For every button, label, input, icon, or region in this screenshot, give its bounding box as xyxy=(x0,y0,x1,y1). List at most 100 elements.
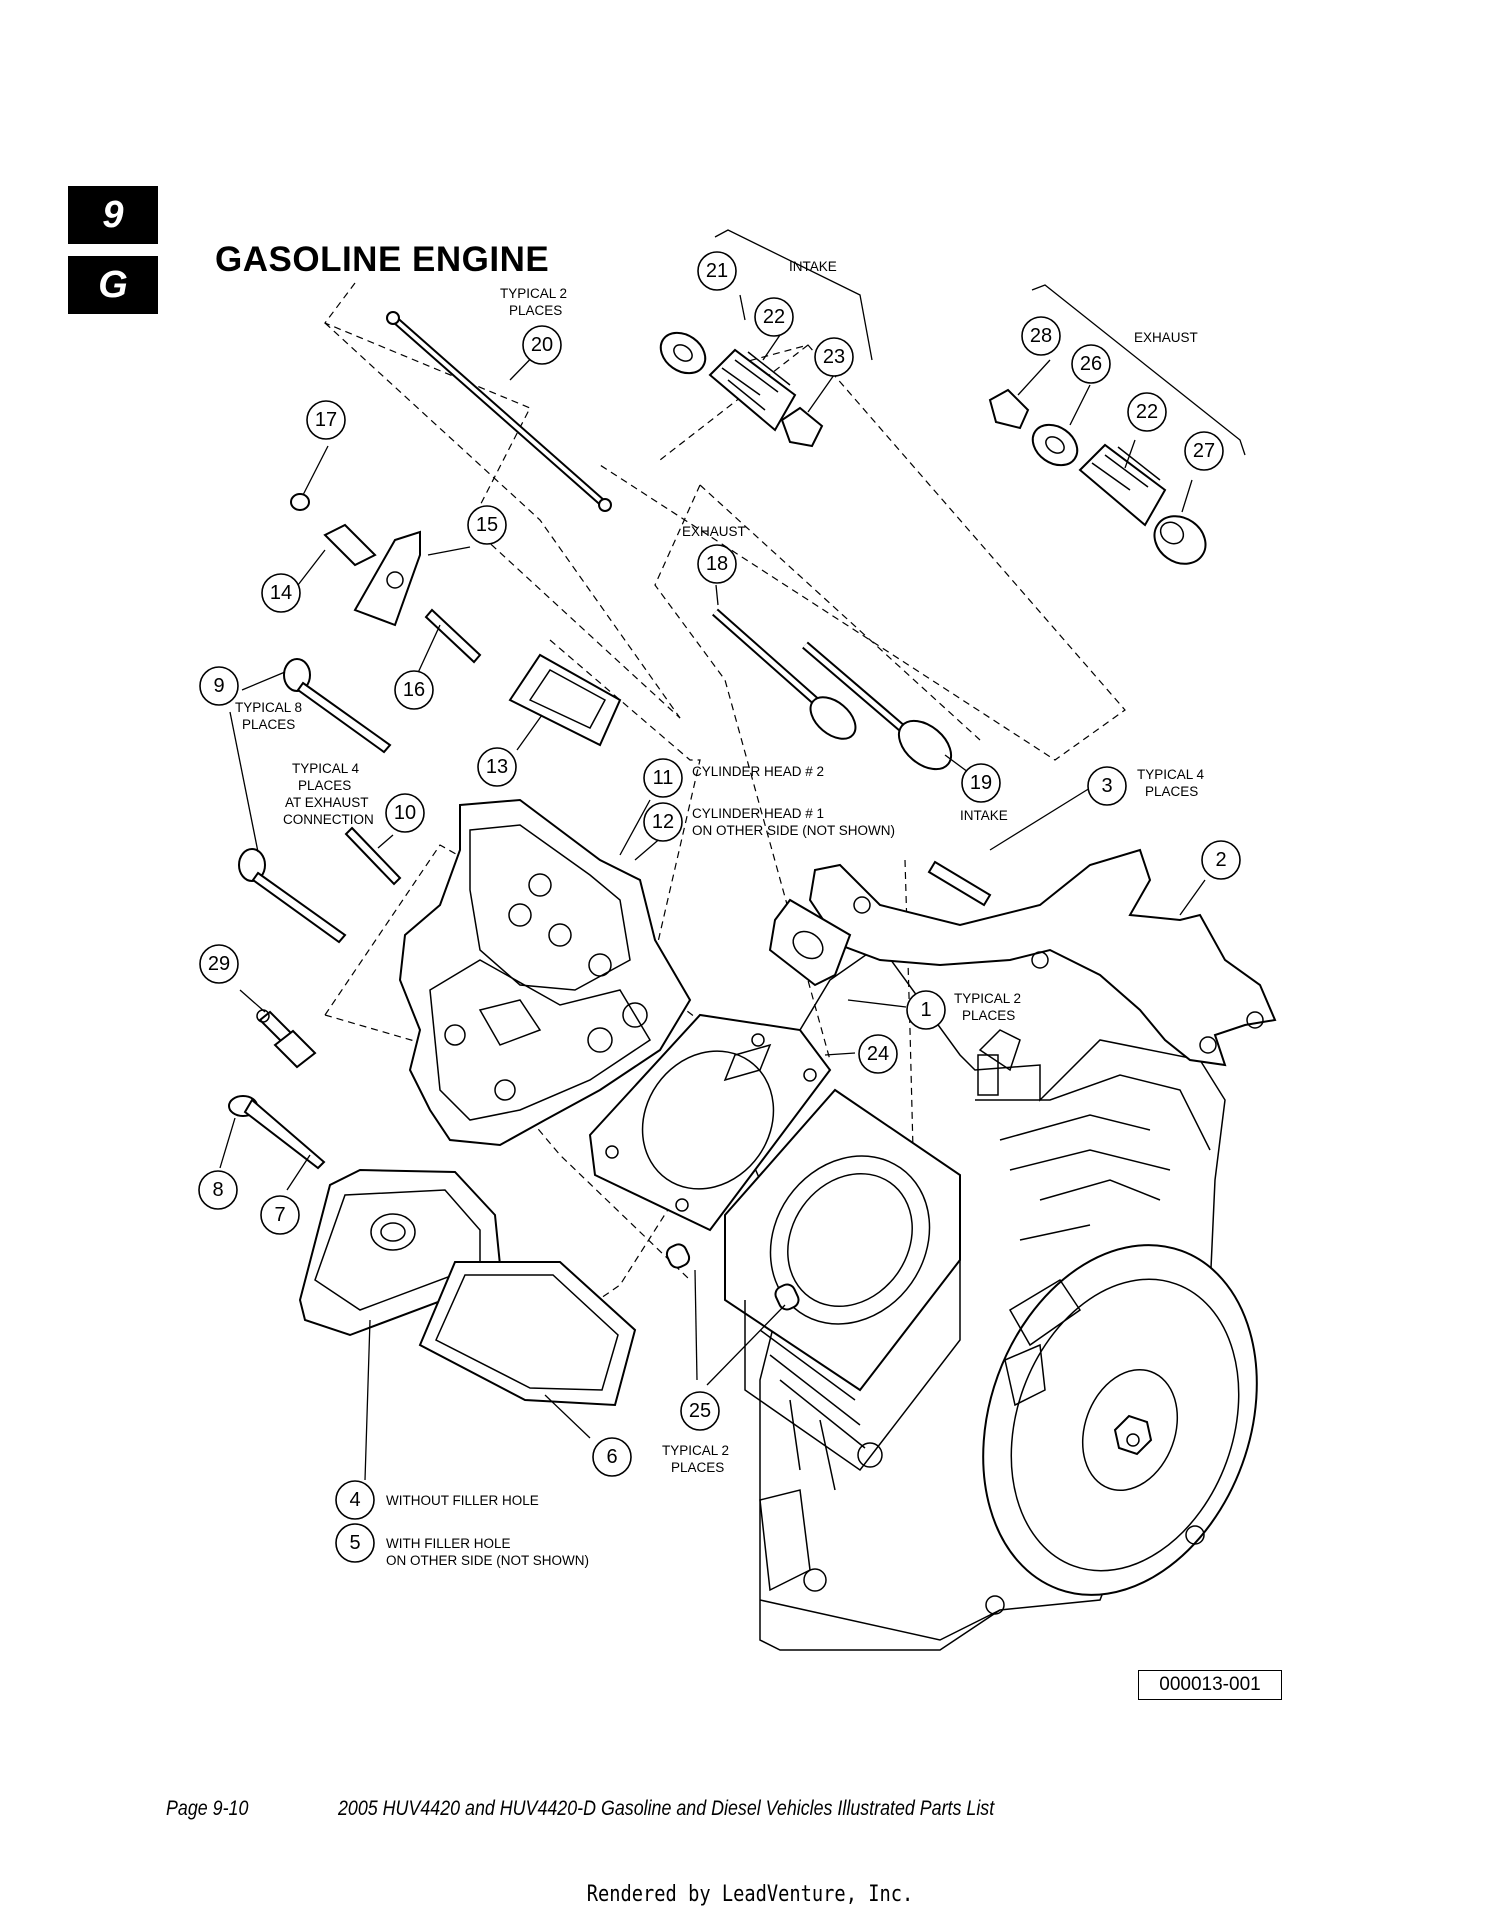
callout-25: 25 xyxy=(680,1391,720,1431)
note-intake-top: INTAKE xyxy=(789,259,837,274)
callout-1: 1 xyxy=(906,990,946,1030)
rendered-by-credit: Rendered by LeadVenture, Inc. xyxy=(586,1882,914,1907)
spark-plug xyxy=(256,1009,317,1069)
rocker-stud xyxy=(424,608,482,664)
callout-28: 28 xyxy=(1021,316,1061,356)
note-cylinder-head-2: CYLINDER HEAD # 2 xyxy=(692,764,824,779)
exhaust-manifold xyxy=(808,848,1277,1067)
note-typical4-exhaust-1: TYPICAL 4 xyxy=(292,761,360,776)
callout-27: 27 xyxy=(1184,431,1224,471)
note-with-filler-hole-hidden: ON OTHER SIDE (NOT SHOWN) xyxy=(386,1553,589,1568)
callout-21: 21 xyxy=(697,251,737,291)
callout-20: 20 xyxy=(522,325,562,365)
note-intake-mid: INTAKE xyxy=(960,808,1008,823)
svg-text:20: 20 xyxy=(531,334,553,356)
page-title: GASOLINE ENGINE xyxy=(215,240,550,279)
cover-bolt xyxy=(228,1095,326,1170)
note-typical4-bolt: TYPICAL 4 xyxy=(1137,767,1205,782)
note-typical2-dowel: TYPICAL 2 xyxy=(662,1443,729,1458)
callout-8: 8 xyxy=(198,1170,238,1210)
note-cylinder-head-1-hidden: ON OTHER SIDE (NOT SHOWN) xyxy=(692,823,895,838)
svg-text:23: 23 xyxy=(823,346,845,368)
footer-page-number: Page 9-10 xyxy=(166,1797,249,1820)
svg-text:11: 11 xyxy=(653,767,674,789)
dowel-pin xyxy=(665,1243,691,1269)
svg-text:2: 2 xyxy=(1215,849,1226,871)
callout-6: 6 xyxy=(592,1437,632,1477)
svg-text:4: 4 xyxy=(349,1489,360,1511)
svg-text:6: 6 xyxy=(606,1446,617,1468)
callout-26: 26 xyxy=(1071,344,1111,384)
svg-text:18: 18 xyxy=(706,553,728,575)
callout-29: 29 xyxy=(199,944,239,984)
callout-23: 23 xyxy=(814,337,854,377)
intake-valve-spring-set xyxy=(659,331,824,448)
callout-18: 18 xyxy=(697,544,737,584)
section-tab-number: 9 xyxy=(68,186,158,244)
svg-text:9: 9 xyxy=(213,675,224,697)
svg-text:22: 22 xyxy=(763,306,785,328)
cylinder-head xyxy=(398,798,692,1147)
rocker-pivot xyxy=(323,523,377,567)
exhaust-valve xyxy=(712,608,857,740)
note-without-filler-hole: WITHOUT FILLER HOLE xyxy=(386,1493,539,1508)
callout-22-intake: 22 xyxy=(754,297,794,337)
note-typical2-pushrod: TYPICAL 2 xyxy=(500,286,567,301)
callout-16: 16 xyxy=(394,670,434,710)
note-typical4-exhaust-4: CONNECTION xyxy=(283,812,374,827)
callout-22-exhaust: 22 xyxy=(1127,392,1167,432)
head-bolt xyxy=(238,658,392,944)
svg-text:26: 26 xyxy=(1080,353,1102,375)
svg-text:24: 24 xyxy=(867,1043,889,1065)
rocker-arm xyxy=(353,530,421,627)
push-rod xyxy=(386,311,612,512)
svg-text:19: 19 xyxy=(970,772,992,794)
svg-text:1: 1 xyxy=(920,999,931,1021)
svg-text:3: 3 xyxy=(1101,775,1112,797)
note-cylinder-head-1: CYLINDER HEAD # 1 xyxy=(692,806,824,821)
note-typical8-places: PLACES xyxy=(242,717,295,732)
svg-text:8: 8 xyxy=(212,1179,223,1201)
svg-text:10: 10 xyxy=(394,802,416,824)
callout-24: 24 xyxy=(858,1034,898,1074)
section-tab-letter: G xyxy=(68,256,158,314)
svg-text:14: 14 xyxy=(270,582,292,604)
callout-7: 7 xyxy=(260,1195,300,1235)
note-typical8: TYPICAL 8 xyxy=(235,700,302,715)
note-typical4-exhaust-3: AT EXHAUST xyxy=(285,795,369,810)
note-typical4-bolt-places: PLACES xyxy=(1145,784,1198,799)
exhaust-valve-spring-set xyxy=(988,388,1207,565)
exhaust-stud xyxy=(344,826,402,886)
callout-13: 13 xyxy=(477,747,517,787)
callout-5: 5 xyxy=(335,1523,375,1563)
svg-text:5: 5 xyxy=(349,1532,360,1554)
callout-11: 11 xyxy=(643,758,683,798)
adjusting-nut xyxy=(290,493,310,511)
note-exhaust-mid: EXHAUST xyxy=(682,524,746,539)
svg-text:13: 13 xyxy=(486,756,508,778)
svg-text:22: 22 xyxy=(1136,401,1158,423)
guide-plate xyxy=(508,653,622,747)
svg-text:17: 17 xyxy=(315,409,337,431)
callout-3: 3 xyxy=(1087,766,1127,806)
svg-text:16: 16 xyxy=(403,679,425,701)
callout-10: 10 xyxy=(385,793,425,833)
svg-text:7: 7 xyxy=(274,1204,285,1226)
note-with-filler-hole: WITH FILLER HOLE xyxy=(386,1536,511,1551)
svg-text:28: 28 xyxy=(1030,325,1052,347)
manifold-bolt xyxy=(927,860,992,907)
svg-text:25: 25 xyxy=(689,1400,711,1422)
svg-text:21: 21 xyxy=(706,260,728,282)
callout-17: 17 xyxy=(306,400,346,440)
note-typical4-exhaust-2: PLACES xyxy=(298,778,351,793)
svg-text:29: 29 xyxy=(208,953,230,975)
callout-15: 15 xyxy=(467,505,507,545)
figure-id: 000013-001 xyxy=(1138,1670,1282,1700)
exhaust-gasket xyxy=(768,898,852,987)
head-gasket xyxy=(588,1013,832,1232)
svg-text:15: 15 xyxy=(476,514,498,536)
callout-12: 12 xyxy=(643,802,683,842)
callout-14: 14 xyxy=(261,573,301,613)
callout-4: 4 xyxy=(335,1480,375,1520)
